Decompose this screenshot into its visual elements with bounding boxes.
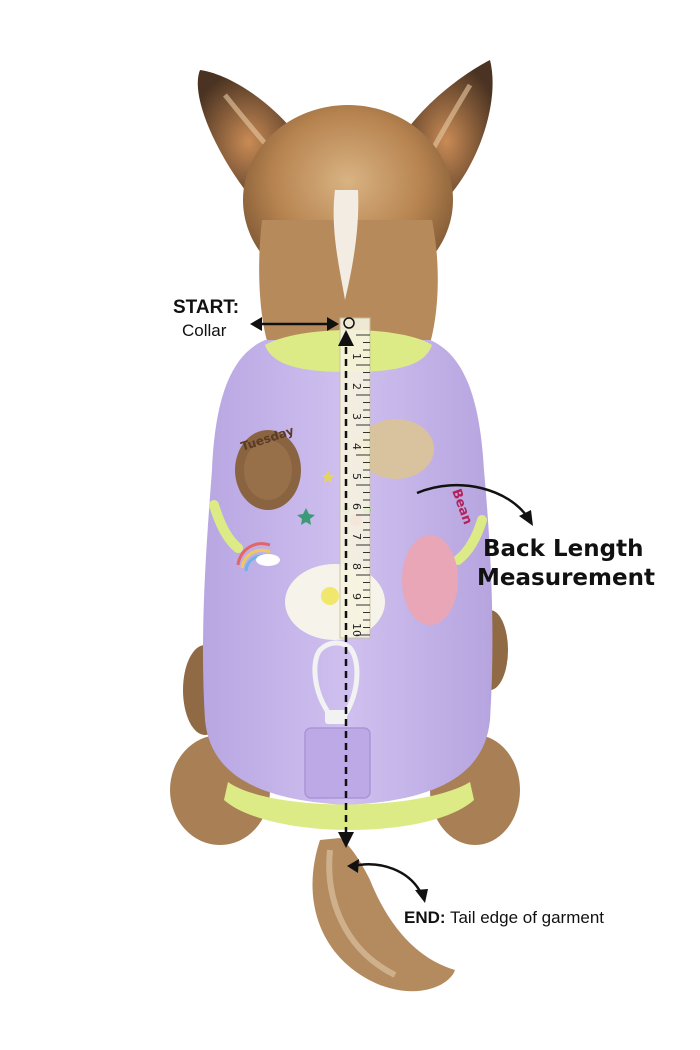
ruler-tick-label: 7 [350, 533, 363, 540]
ruler-tick-label: 4 [350, 443, 363, 450]
sweater-hem [224, 782, 474, 830]
dog-tail [312, 838, 455, 992]
ruler-tick-label: 2 [350, 383, 363, 390]
measurement-label-line2: Measurement [477, 565, 655, 591]
ruler-tick-label: 10 [350, 623, 363, 637]
end-sublabel: Tail edge of garment [445, 908, 605, 927]
leash-pocket [304, 727, 371, 799]
ruler-tick-label: 8 [350, 563, 363, 570]
ruler-tick-label: 6 [350, 503, 363, 510]
patch-pink [402, 535, 458, 625]
patch-bread [358, 419, 434, 479]
start-label: START: [173, 297, 240, 318]
ruler-tick-label: 5 [350, 473, 363, 480]
measurement-label-line1: Back Length [483, 536, 644, 562]
ruler-tick-label: 3 [350, 413, 363, 420]
ruler-tick-label: 1 [350, 353, 363, 360]
end-arrow [352, 863, 424, 896]
dog-neck [259, 220, 438, 350]
measure-arrow [416, 484, 530, 519]
start-sublabel: Collar [182, 321, 227, 340]
end-title: END: [404, 908, 446, 927]
end-label: END: Tail edge of garment [404, 908, 604, 928]
ruler-tick-label: 9 [350, 593, 363, 600]
